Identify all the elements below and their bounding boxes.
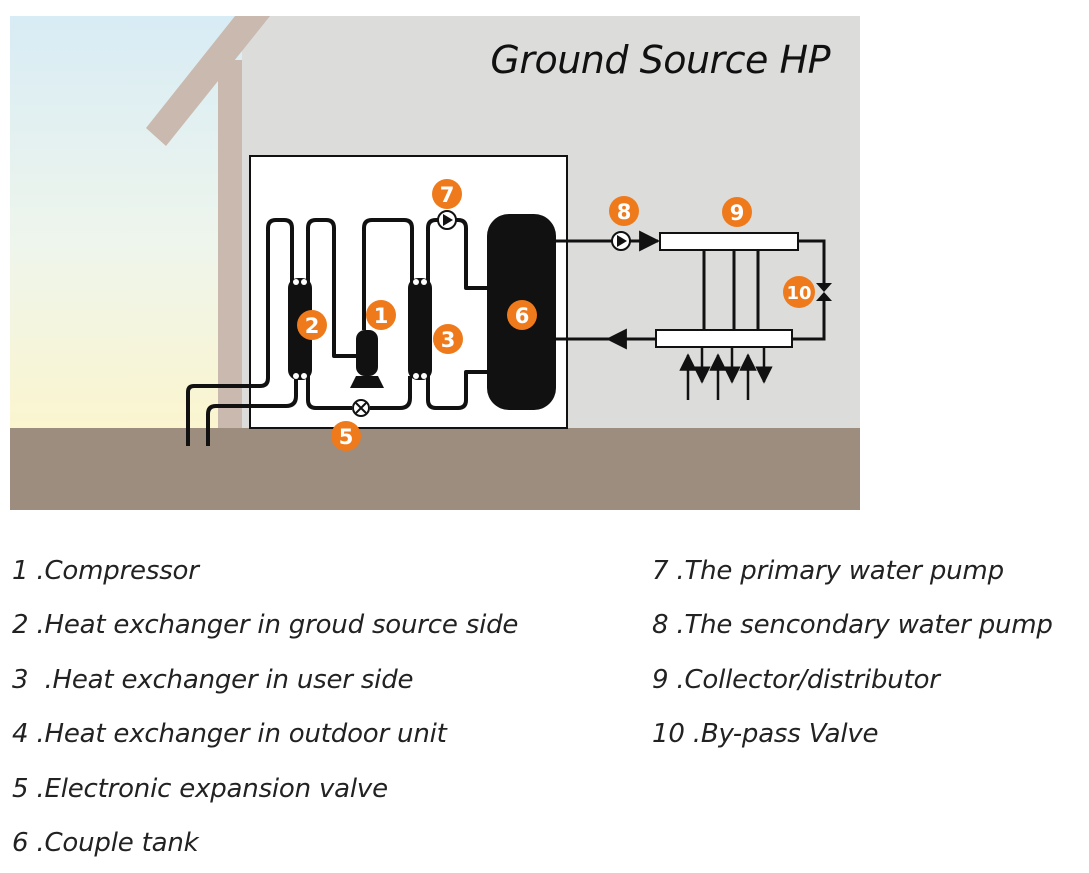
legend-item-6: 6 .Couple tank [12,828,199,858]
legend-item-2: 2 .Heat exchanger in groud source side [12,610,519,640]
legend-item-3: 3 .Heat exchanger in user side [12,665,414,695]
badge-10: 10 [783,276,815,308]
heat-exchanger-user [408,278,432,380]
badge-9: 9 [722,197,752,227]
ground [10,428,860,510]
badge-1: 1 [366,300,396,330]
svg-text:5: 5 [339,425,354,449]
badge-6: 6 [507,300,537,330]
svg-text:2: 2 [305,314,320,338]
svg-text:6: 6 [515,304,530,328]
distributor-bottom [655,329,793,348]
secondary-pipes [556,230,826,350]
legend-item-1: 1 .Compressor [12,556,199,586]
diagram-title: Ground Source HP [490,38,830,82]
badge-2: 2 [297,310,327,340]
legend-item-8: 8 .The sencondary water pump [652,610,1053,640]
svg-text:1: 1 [374,304,389,328]
expansion-valve [352,399,370,417]
secondary-pump [611,231,631,251]
roof-beam [146,16,270,146]
svg-text:8: 8 [617,200,632,224]
legend-item-5: 5 .Electronic expansion valve [12,774,388,804]
distribution-arrows [679,347,773,400]
badge-3: 3 [433,324,463,354]
badge-7: 7 [432,179,462,209]
bypass-valve [816,283,832,301]
svg-text:9: 9 [730,201,745,225]
legend-item-9: 9 .Collector/distributor [652,665,940,695]
house-post [218,60,242,428]
legend-item-7: 7 .The primary water pump [652,556,1004,586]
legend-item-4: 4 .Heat exchanger in outdoor unit [12,719,447,749]
legend-item-10: 10 .By-pass Valve [652,719,879,749]
collector-top [659,232,799,251]
primary-pump [437,210,457,230]
svg-text:10: 10 [786,283,811,304]
refrigerant-pipes [306,218,488,410]
ground-loop-pipes [186,218,298,446]
svg-text:3: 3 [441,328,456,352]
badge-8: 8 [609,196,639,226]
compressor [350,330,384,388]
badge-5: 5 [331,421,361,451]
svg-text:7: 7 [440,183,455,207]
heat-pump-diagram: Ground Source HP [10,16,860,510]
